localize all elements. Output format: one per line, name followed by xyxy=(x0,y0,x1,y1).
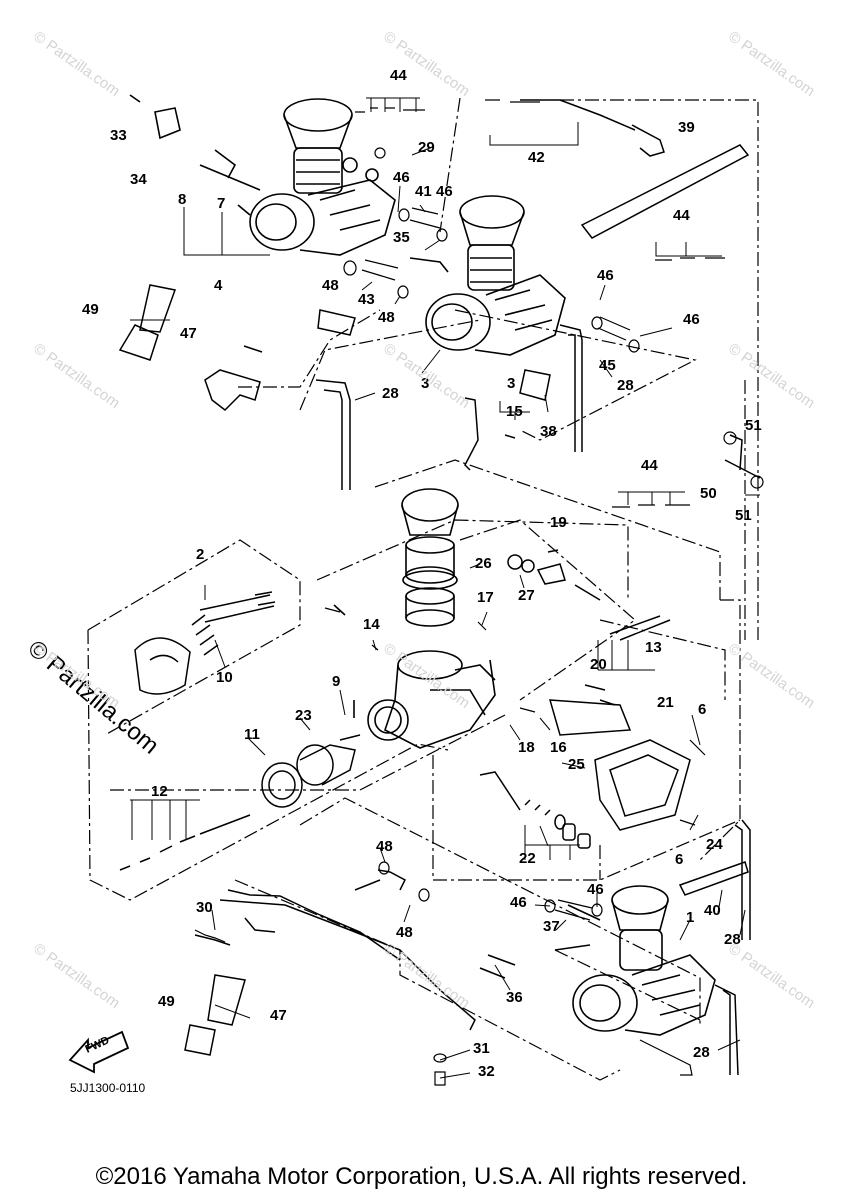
callout-36: 36 xyxy=(506,989,523,1006)
callout-21: 21 xyxy=(657,694,674,711)
callout-8: 8 xyxy=(178,191,187,208)
callout-27: 27 xyxy=(518,587,535,604)
callout-44: 44 xyxy=(673,207,690,224)
callout-49: 49 xyxy=(158,993,175,1010)
callout-44: 44 xyxy=(390,67,407,84)
callout-3: 3 xyxy=(507,375,516,392)
diaphragm-and-spring-parts xyxy=(119,591,361,871)
callout-17: 17 xyxy=(477,589,494,606)
carburetor-center xyxy=(333,488,496,749)
callout-20: 20 xyxy=(590,656,607,673)
callout-46: 46 xyxy=(510,894,527,911)
callout-49: 49 xyxy=(82,301,99,318)
callout-33: 33 xyxy=(110,127,127,144)
callout-46: 46 xyxy=(587,881,604,898)
callout-2: 2 xyxy=(196,546,205,563)
callout-11: 11 xyxy=(244,726,260,743)
callout-44: 44 xyxy=(641,457,658,474)
callout-19: 19 xyxy=(550,514,567,531)
callout-46: 46 xyxy=(436,183,453,200)
callout-28: 28 xyxy=(617,377,634,394)
carburetor-top-right xyxy=(409,195,566,356)
callout-10: 10 xyxy=(216,669,233,686)
callout-40: 40 xyxy=(704,902,721,919)
callout-50: 50 xyxy=(700,485,717,502)
callout-39: 39 xyxy=(678,119,695,136)
callout-48: 48 xyxy=(322,277,339,294)
callout-46: 46 xyxy=(393,169,410,186)
carburetor-top-left xyxy=(129,94,396,256)
callout-18: 18 xyxy=(518,739,535,756)
callout-45: 45 xyxy=(599,357,616,374)
callout-42: 42 xyxy=(528,149,545,166)
callout-16: 16 xyxy=(550,739,567,756)
callout-29: 29 xyxy=(418,139,435,156)
copyright-notice: ©2016 Yamaha Motor Corporation, U.S.A. A… xyxy=(95,1163,748,1190)
callout-37: 37 xyxy=(543,918,560,935)
callout-46: 46 xyxy=(597,267,614,284)
callout-32: 32 xyxy=(478,1063,495,1080)
callout-47: 47 xyxy=(180,325,197,342)
callout-41: 41 xyxy=(415,183,432,200)
callout-24: 24 xyxy=(706,836,723,853)
callout-43: 43 xyxy=(358,291,375,308)
callout-46: 46 xyxy=(683,311,700,328)
callout-28: 28 xyxy=(382,385,399,402)
callout-47: 47 xyxy=(270,1007,287,1024)
callout-22: 22 xyxy=(519,850,536,867)
callout-38: 38 xyxy=(540,423,557,440)
callout-4: 4 xyxy=(214,277,223,294)
callout-7: 7 xyxy=(217,195,226,212)
callout-30: 30 xyxy=(196,899,213,916)
callout-48: 48 xyxy=(378,309,395,326)
fwd-arrow-icon xyxy=(68,1030,130,1074)
callout-35: 35 xyxy=(393,229,410,246)
jet-and-cover-parts xyxy=(479,549,691,849)
callout-31: 31 xyxy=(473,1040,490,1057)
linkage-brackets xyxy=(194,345,516,1031)
callout-14: 14 xyxy=(363,616,380,633)
fasteners xyxy=(194,99,764,1086)
callout-25: 25 xyxy=(568,756,585,773)
callout-6: 6 xyxy=(675,851,684,868)
carburetor-bottom-right xyxy=(479,885,716,1036)
callout-1: 1 xyxy=(686,909,695,926)
drawing-code: 5JJ1300-0110 xyxy=(70,1081,146,1095)
callout-15: 15 xyxy=(506,403,523,420)
callout-48: 48 xyxy=(396,924,413,941)
callout-51: 51 xyxy=(745,417,762,434)
callout-26: 26 xyxy=(475,555,492,572)
callout-28: 28 xyxy=(693,1044,710,1061)
group-outlines xyxy=(87,97,759,1081)
callout-6: 6 xyxy=(698,701,707,718)
callout-51: 51 xyxy=(735,507,752,524)
callout-23: 23 xyxy=(295,707,312,724)
callout-9: 9 xyxy=(332,673,341,690)
hoses xyxy=(118,99,761,1076)
callout-28: 28 xyxy=(724,931,741,948)
callout-34: 34 xyxy=(130,171,147,188)
callout-48: 48 xyxy=(376,838,393,855)
callout-13: 13 xyxy=(645,639,662,656)
callout-12: 12 xyxy=(151,783,168,800)
callout-3: 3 xyxy=(421,375,430,392)
